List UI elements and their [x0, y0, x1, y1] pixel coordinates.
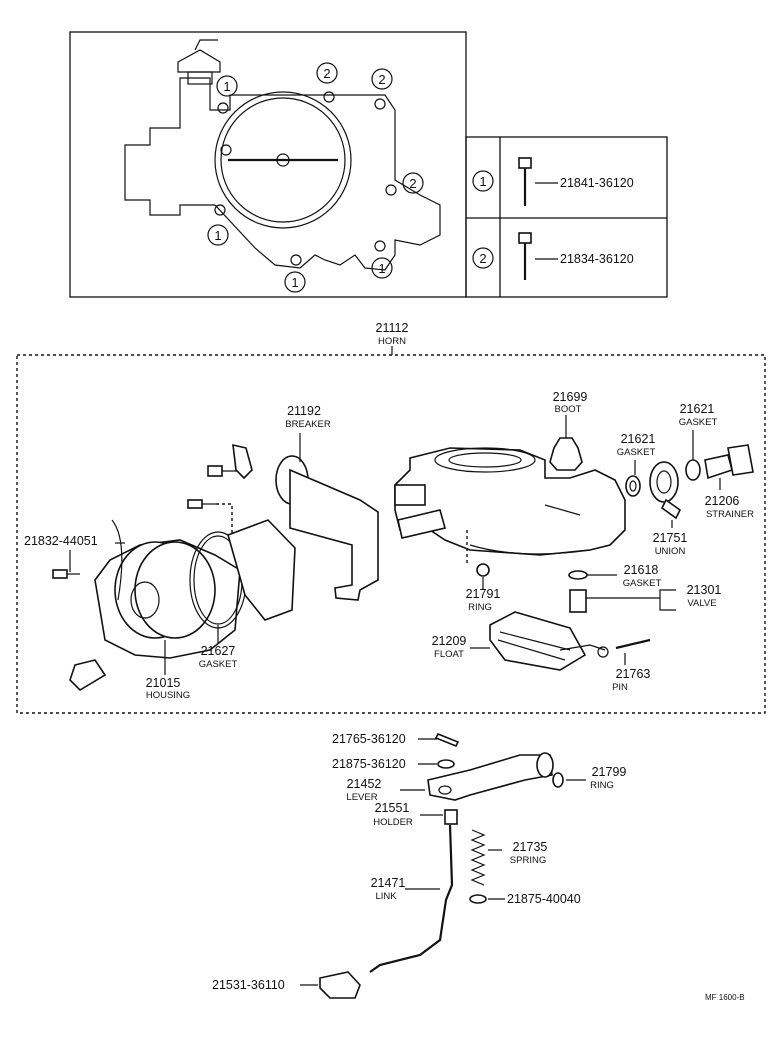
- svg-text:21834-36120: 21834-36120: [560, 252, 634, 266]
- svg-text:1: 1: [479, 174, 486, 189]
- svg-text:21791: 21791: [466, 587, 501, 601]
- svg-text:SPRING: SPRING: [510, 855, 546, 866]
- svg-text:2: 2: [479, 251, 486, 266]
- svg-text:21618: 21618: [624, 563, 659, 577]
- svg-text:RING: RING: [468, 602, 492, 613]
- svg-text:STRAINER: STRAINER: [706, 509, 754, 520]
- callout-1-left: 1: [207, 224, 229, 246]
- horn-dashed-frame: [16, 354, 766, 714]
- bolt-icon: [518, 157, 532, 169]
- housing-drawing: [52, 443, 296, 692]
- breaker-drawing: [275, 433, 379, 601]
- boot-drawing: [549, 415, 583, 471]
- svg-text:FLOAT: FLOAT: [434, 649, 464, 660]
- inset-frame: [69, 31, 467, 298]
- callout-1-top: 1: [216, 75, 238, 97]
- link-rod-drawing: [369, 824, 454, 973]
- svg-text:21301: 21301: [687, 583, 722, 597]
- svg-text:1: 1: [291, 275, 298, 290]
- svg-text:GASKET: GASKET: [199, 659, 238, 670]
- svg-text:21015: 21015: [146, 676, 181, 690]
- callout-1-bottom-right: 1: [371, 257, 393, 279]
- svg-text:21699: 21699: [553, 390, 588, 404]
- holder-icon: [444, 809, 458, 825]
- throttle-body-drawing: [124, 39, 441, 271]
- svg-text:BOOT: BOOT: [555, 404, 582, 415]
- svg-text:21621: 21621: [621, 432, 656, 446]
- callout-1-bottom: 1: [284, 271, 306, 293]
- svg-text:21841-36120: 21841-36120: [560, 176, 634, 190]
- union-drawing: [649, 461, 682, 528]
- svg-text:GASKET: GASKET: [679, 417, 718, 428]
- washer-icon: [469, 894, 487, 904]
- inset-panel: 1 2 2 2 1 1 1 1: [69, 31, 668, 298]
- bolt-icon: [518, 232, 532, 244]
- legend-row-1: 1 21841-36120: [472, 157, 634, 206]
- callout-2-top-right: 2: [371, 68, 393, 90]
- svg-text:21192: 21192: [287, 404, 321, 418]
- svg-text:21765-36120: 21765-36120: [332, 732, 406, 746]
- svg-text:GASKET: GASKET: [617, 447, 656, 458]
- carburetor-body-drawing: [394, 447, 626, 565]
- linkage-section: 21765-36120 21875-36120 21452 LEVER 2179…: [212, 732, 627, 999]
- svg-text:21621: 21621: [680, 402, 715, 416]
- svg-text:21452: 21452: [347, 777, 382, 791]
- screw-icon: [434, 732, 460, 748]
- svg-text:21551: 21551: [375, 801, 410, 815]
- svg-text:VALVE: VALVE: [687, 598, 716, 609]
- horn-name: HORN: [378, 336, 406, 347]
- svg-text:21735: 21735: [513, 840, 548, 854]
- lever-drawing: [427, 752, 554, 801]
- svg-text:21531-36110: 21531-36110: [212, 978, 285, 992]
- pin-drawing: [615, 638, 651, 665]
- ring-b-icon: [552, 772, 564, 788]
- svg-text:2: 2: [323, 66, 330, 81]
- ring-a-drawing: [476, 563, 490, 590]
- svg-text:21875-40040: 21875-40040: [507, 892, 581, 906]
- catalog-code: MF 1600-B: [705, 993, 745, 1002]
- legend-frame: [465, 136, 668, 298]
- svg-text:BREAKER: BREAKER: [285, 419, 331, 430]
- svg-text:21209: 21209: [432, 634, 467, 648]
- float-drawing: [470, 611, 609, 671]
- svg-text:PIN: PIN: [612, 682, 628, 693]
- legend-row-2: 2 21834-36120: [472, 232, 634, 280]
- svg-text:21627: 21627: [201, 644, 236, 658]
- svg-text:HOLDER: HOLDER: [373, 817, 413, 828]
- svg-text:UNION: UNION: [655, 546, 686, 557]
- svg-text:1: 1: [378, 261, 385, 276]
- svg-text:GASKET: GASKET: [623, 578, 662, 589]
- callout-2-top-left: 2: [316, 62, 338, 84]
- svg-text:2: 2: [409, 176, 416, 191]
- svg-text:1: 1: [223, 79, 230, 94]
- svg-text:1: 1: [214, 228, 221, 243]
- svg-text:HOUSING: HOUSING: [146, 690, 190, 701]
- svg-text:21875-36120: 21875-36120: [332, 757, 406, 771]
- svg-text:LEVER: LEVER: [346, 792, 377, 803]
- svg-text:21763: 21763: [616, 667, 651, 681]
- svg-text:2: 2: [378, 72, 385, 87]
- svg-text:21832-44051: 21832-44051: [24, 534, 98, 548]
- gasket-washer-drawing: [625, 460, 641, 497]
- svg-text:21751: 21751: [653, 531, 688, 545]
- strainer-drawing: [685, 430, 754, 490]
- spring-drawing: [470, 829, 502, 886]
- connector-drawing: [300, 971, 361, 999]
- horn-number: 21112: [376, 321, 409, 335]
- svg-text:21206: 21206: [705, 494, 740, 508]
- svg-text:RING: RING: [590, 780, 614, 791]
- svg-text:21799: 21799: [592, 765, 627, 779]
- svg-text:LINK: LINK: [375, 891, 397, 902]
- washer-icon: [437, 759, 455, 769]
- callout-2-right: 2: [402, 172, 424, 194]
- valve-drawing: [568, 570, 676, 613]
- horn-assembly: 21112 HORN 21192 BREAKER: [16, 321, 766, 714]
- svg-text:21471: 21471: [371, 876, 406, 890]
